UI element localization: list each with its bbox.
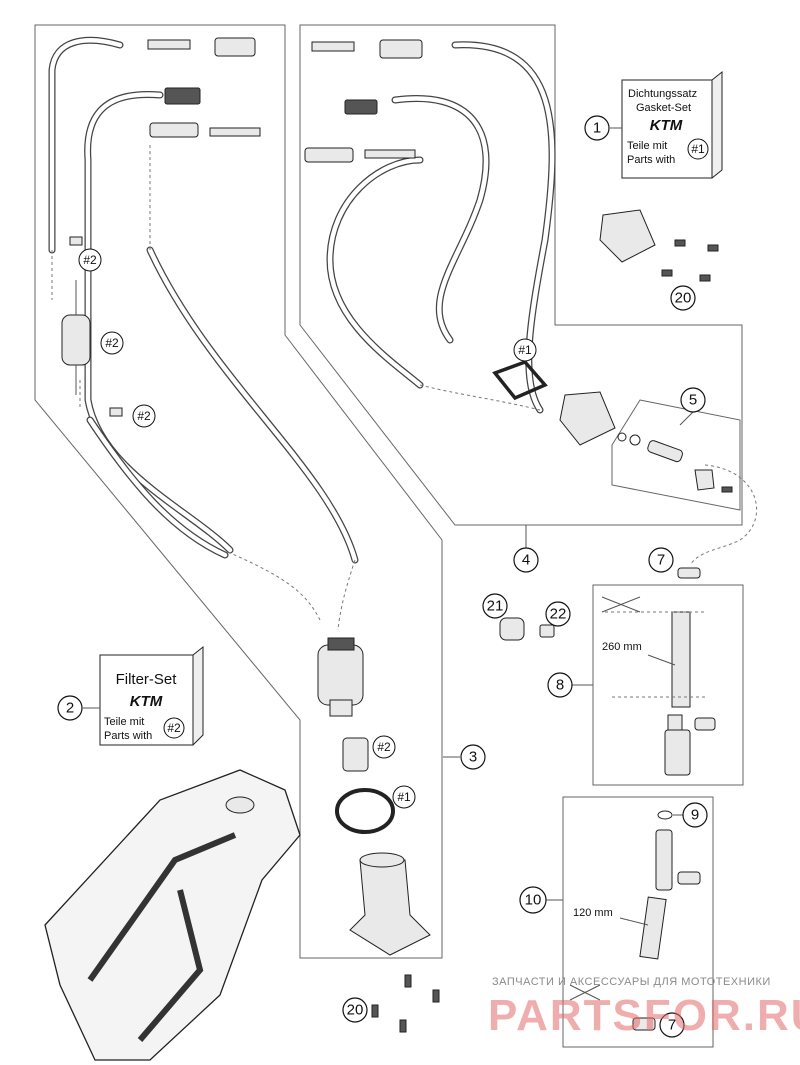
ref-badge-2-filter: #2 <box>100 331 124 355</box>
svg-text:2: 2 <box>66 700 74 717</box>
svg-text:9: 9 <box>691 807 699 824</box>
svg-text:#2: #2 <box>105 336 119 350</box>
svg-text:3: 3 <box>469 749 477 766</box>
gasket-kit-box: Dichtungssatz Gasket-Set KTM Teile mit P… <box>621 70 723 179</box>
callout-leaders <box>83 127 694 901</box>
ref-badge-2-upper: #2 <box>78 248 102 272</box>
callout-5: 5 <box>680 387 706 413</box>
callout-9: 9 <box>682 802 708 828</box>
filter-kit-note-de: Teile mit <box>104 716 144 728</box>
gasket-kit-note-en: Parts with <box>627 154 675 166</box>
watermark: ЗАПЧАСТИ И АКСЕССУАРЫ ДЛЯ МОТОТЕХНИКИ PA… <box>488 976 800 1040</box>
gasket-kit-note-de: Teile mit <box>627 140 667 152</box>
svg-text:22: 22 <box>550 606 567 623</box>
svg-text:20: 20 <box>675 290 692 307</box>
callout-20-top: 20 <box>670 285 696 311</box>
svg-text:#1: #1 <box>518 343 532 357</box>
svg-text:1: 1 <box>593 120 601 137</box>
callout-1: 1 <box>584 115 610 141</box>
svg-text:#2: #2 <box>167 721 181 735</box>
svg-text:5: 5 <box>689 392 697 409</box>
hose-8-length: 260 mm <box>602 641 642 653</box>
callout-7-top: 7 <box>648 547 674 573</box>
callout-22: 22 <box>545 601 571 627</box>
callout-21: 21 <box>482 593 508 619</box>
callout-4: 4 <box>513 547 539 573</box>
hose-10-length: 120 mm <box>573 907 613 919</box>
callout-7-bottom: 7 <box>659 1012 685 1038</box>
svg-text:7: 7 <box>657 552 665 569</box>
left-hose-assembly <box>48 36 359 631</box>
callout-2: 2 <box>57 695 83 721</box>
ref-badge-2-lower: #2 <box>132 404 156 428</box>
clip-parts <box>371 617 555 1033</box>
gasket-kit-title-en: Gasket-Set <box>636 102 691 114</box>
callout-3: 3 <box>460 744 486 770</box>
ref-badge-1-seal: #1 <box>392 785 416 809</box>
gasket-kit-title-de: Dichtungssatz <box>628 88 697 100</box>
filter-kit-title: Filter-Set <box>116 671 178 688</box>
filter-kit-box: Filter-Set KTM Teile mit Parts with #2 <box>99 645 204 746</box>
group-10-parts: 120 mm <box>569 810 701 1031</box>
svg-text:10: 10 <box>525 892 542 909</box>
right-hose-assembly <box>304 39 616 446</box>
filter-kit-ref-badge: #2 <box>163 717 185 739</box>
frame-group-3 <box>34 24 443 959</box>
ref-badge-1-gasket: #1 <box>513 338 537 362</box>
watermark-brand: PARTSFOR.RU <box>488 991 800 1040</box>
svg-text:20: 20 <box>347 1002 364 1019</box>
callout-20-bottom: 20 <box>342 997 368 1023</box>
gasket-flange-parts <box>599 209 719 282</box>
gasket-kit-brand-logo: KTM <box>650 117 683 134</box>
svg-text:21: 21 <box>487 598 504 615</box>
group-5-parts <box>617 432 757 566</box>
svg-text:#1: #1 <box>691 142 705 156</box>
svg-text:#2: #2 <box>377 740 391 754</box>
svg-text:8: 8 <box>556 677 564 694</box>
gasket-kit-ref-badge: #1 <box>687 138 709 160</box>
svg-text:#2: #2 <box>137 409 151 423</box>
svg-text:#2: #2 <box>83 253 97 267</box>
svg-text:#1: #1 <box>397 790 411 804</box>
group-8-parts: 260 mm <box>601 567 716 776</box>
callout-8: 8 <box>547 672 573 698</box>
frame-group-10 <box>562 796 714 1048</box>
watermark-caption: ЗАПЧАСТИ И АКСЕССУАРЫ ДЛЯ МОТОТЕХНИКИ <box>492 976 771 988</box>
frame-group-4 <box>299 24 743 526</box>
svg-text:4: 4 <box>522 552 530 569</box>
fuel-pump-assembly <box>317 637 431 956</box>
svg-text:7: 7 <box>668 1017 676 1034</box>
filter-kit-brand-logo: KTM <box>130 693 163 710</box>
filter-kit-note-en: Parts with <box>104 730 152 742</box>
callout-10: 10 <box>519 886 547 914</box>
ref-badge-2-pump: #2 <box>372 735 396 759</box>
frame-group-5 <box>611 399 741 511</box>
fuel-tank <box>44 769 301 1061</box>
